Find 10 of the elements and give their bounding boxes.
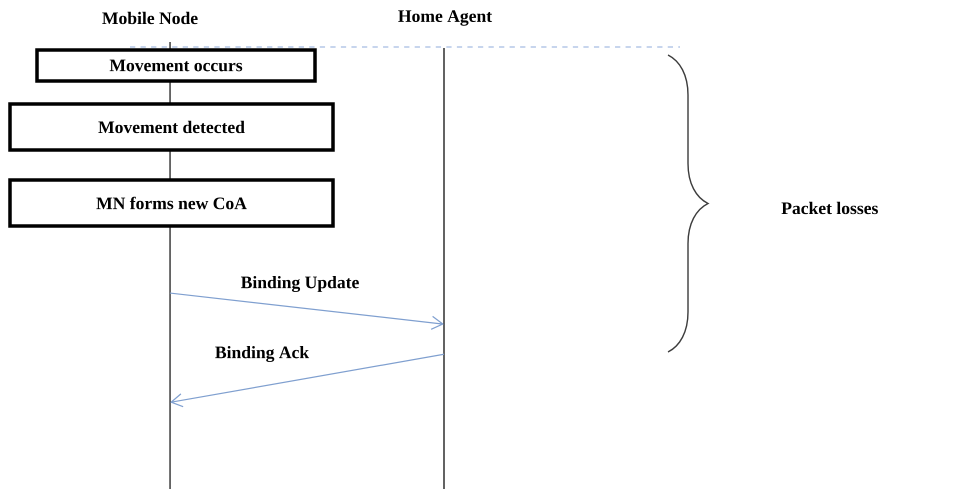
annotation-label: Packet losses xyxy=(782,202,878,214)
edge-label: Binding Ack xyxy=(215,346,310,362)
process-box: Movement occurs xyxy=(35,48,317,83)
arrow xyxy=(170,292,444,330)
lifeline-heading: Home Agent xyxy=(398,10,492,26)
lifeline-heading: Mobile Node xyxy=(102,12,198,24)
arrow xyxy=(170,354,444,408)
process-box: Movement detected xyxy=(8,102,335,152)
process-box: MN forms new CoA xyxy=(8,178,335,228)
edge-label: Binding Update xyxy=(240,276,359,292)
